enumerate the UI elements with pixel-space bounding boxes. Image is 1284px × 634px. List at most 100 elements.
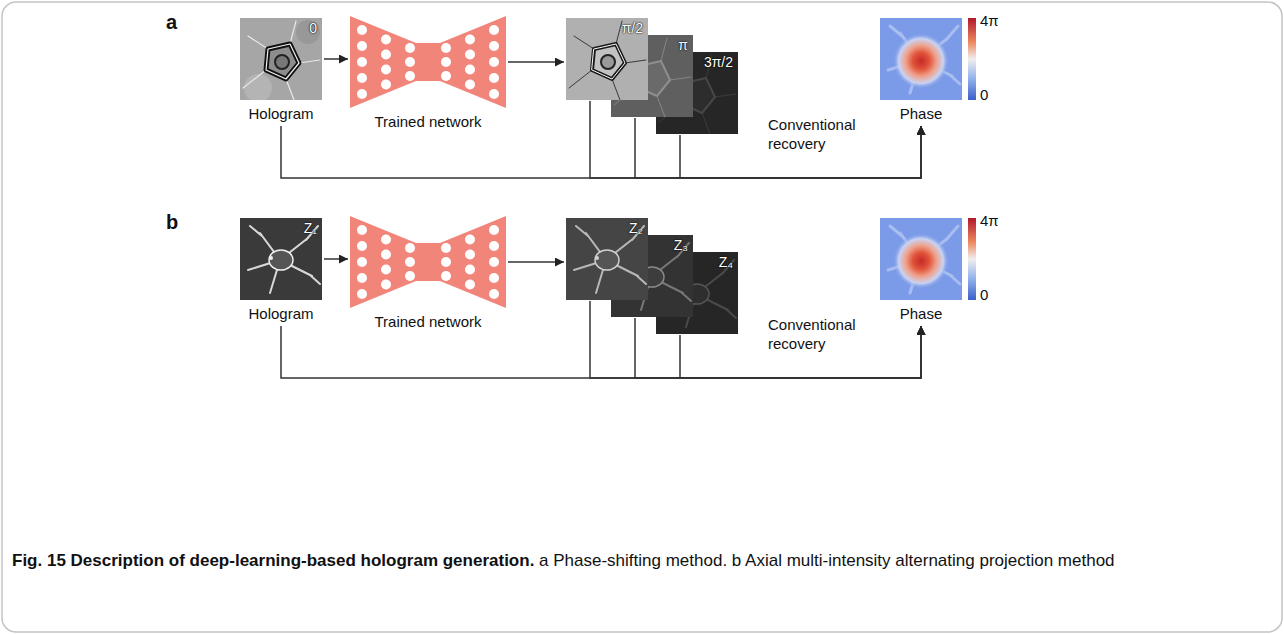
- image-ground: [880, 18, 962, 100]
- image-box: Phase: [878, 218, 964, 323]
- neuron-dot: [465, 250, 475, 260]
- node-image: 0: [240, 18, 322, 100]
- node-caption: Trained network: [348, 113, 508, 131]
- cell-branch: [574, 226, 646, 293]
- node-image: Z₁: [240, 218, 322, 300]
- node-caption: Hologram: [238, 305, 324, 323]
- image-content: [566, 218, 648, 300]
- node-caption: Hologram: [238, 105, 324, 123]
- node-image: Z₂: [566, 218, 648, 300]
- neuron-dot: [381, 65, 391, 75]
- image-content: [611, 35, 693, 117]
- flow-arrow: [281, 326, 921, 378]
- cell-body: [640, 267, 664, 287]
- neuron-dot: [381, 250, 391, 260]
- image-ground: [566, 18, 648, 100]
- neuron-dot: [405, 43, 415, 53]
- neuron-dot: [489, 273, 499, 283]
- network-shape: [350, 216, 506, 308]
- neuron-dot: [465, 50, 475, 60]
- neuron-dot: [357, 273, 367, 283]
- cell-dot: [269, 256, 273, 260]
- node-caption: Phase: [878, 305, 964, 323]
- network-box: Trained network: [348, 16, 508, 131]
- neuron-dot: [441, 43, 451, 53]
- neuron-dot: [441, 243, 451, 253]
- image-content: [880, 18, 962, 100]
- cell-shape: [266, 44, 299, 79]
- image-content: [611, 235, 693, 317]
- neuron-dot: [381, 50, 391, 60]
- background-patch: [296, 20, 320, 44]
- image-ground: [611, 235, 693, 317]
- cell-process: [614, 38, 691, 117]
- image-ground: [611, 35, 693, 117]
- image-content: [240, 218, 322, 300]
- image-content: [656, 252, 738, 334]
- image-ground: [880, 218, 962, 300]
- image-tag: 0: [309, 21, 317, 36]
- flow-arrow: [324, 58, 348, 60]
- image-content: [566, 18, 648, 100]
- neuron-dot: [465, 80, 475, 90]
- annotation: 0: [980, 286, 988, 305]
- neuron-dot: [489, 73, 499, 83]
- cell-branch: [888, 226, 960, 293]
- neuron-dot: [489, 25, 499, 35]
- neuron-dot: [405, 243, 415, 253]
- panel-letter: a: [166, 10, 177, 35]
- neuron-dot: [465, 35, 475, 45]
- cell-dot: [640, 273, 644, 277]
- neuron-dot: [465, 65, 475, 75]
- neuron-dot: [489, 57, 499, 67]
- cell-branch: [248, 226, 320, 293]
- neuron-dot: [489, 89, 499, 99]
- image-content: [350, 216, 506, 308]
- colorbar: [968, 218, 976, 300]
- network-box: Trained network: [348, 216, 508, 331]
- image-tag: Z₁: [304, 221, 317, 236]
- image-tag: Z₃: [674, 238, 688, 253]
- neuron-dot: [405, 257, 415, 267]
- phase-peak: [893, 233, 949, 289]
- flow-arrow: [508, 261, 564, 263]
- node-caption: Trained network: [348, 313, 508, 331]
- neuron-dot: [357, 225, 367, 235]
- neuron-dot: [441, 71, 451, 81]
- image-box: 0Hologram: [238, 18, 324, 123]
- cell-body: [269, 250, 293, 270]
- cell-shape: [266, 44, 299, 79]
- flow-arrow: [281, 126, 921, 178]
- node-caption: Phase: [878, 105, 964, 123]
- neuron-dot: [381, 35, 391, 45]
- network-illustration: [350, 16, 506, 108]
- neuron-dot: [381, 80, 391, 90]
- node-image: [350, 216, 506, 308]
- cell-process: [659, 55, 736, 134]
- neuron-dot: [381, 265, 391, 275]
- neuron-dot: [441, 57, 451, 67]
- cell-process: [569, 21, 646, 100]
- node-image: [350, 16, 506, 108]
- image-content: [880, 218, 962, 300]
- cell-shape: [637, 61, 670, 96]
- image-box: Phase: [878, 18, 964, 123]
- neuron-dot: [489, 289, 499, 299]
- neuron-dot: [357, 89, 367, 99]
- neuron-dot: [357, 41, 367, 51]
- neuron-dot: [465, 280, 475, 290]
- neuron-dot: [357, 241, 367, 251]
- image-content: [240, 18, 322, 100]
- neuron-dot: [465, 235, 475, 245]
- image-ground: [566, 218, 648, 300]
- colorbar: [968, 18, 976, 100]
- image-box: Z₁ Hologram: [238, 218, 324, 323]
- annotation: Conventional recovery: [768, 116, 868, 154]
- image-tag: π/2: [622, 21, 643, 36]
- cell-nucleus: [601, 55, 615, 69]
- cell-shape: [592, 44, 625, 79]
- cell-branch: [619, 243, 691, 310]
- panel-letter: b: [166, 210, 178, 235]
- neuron-dot: [381, 280, 391, 290]
